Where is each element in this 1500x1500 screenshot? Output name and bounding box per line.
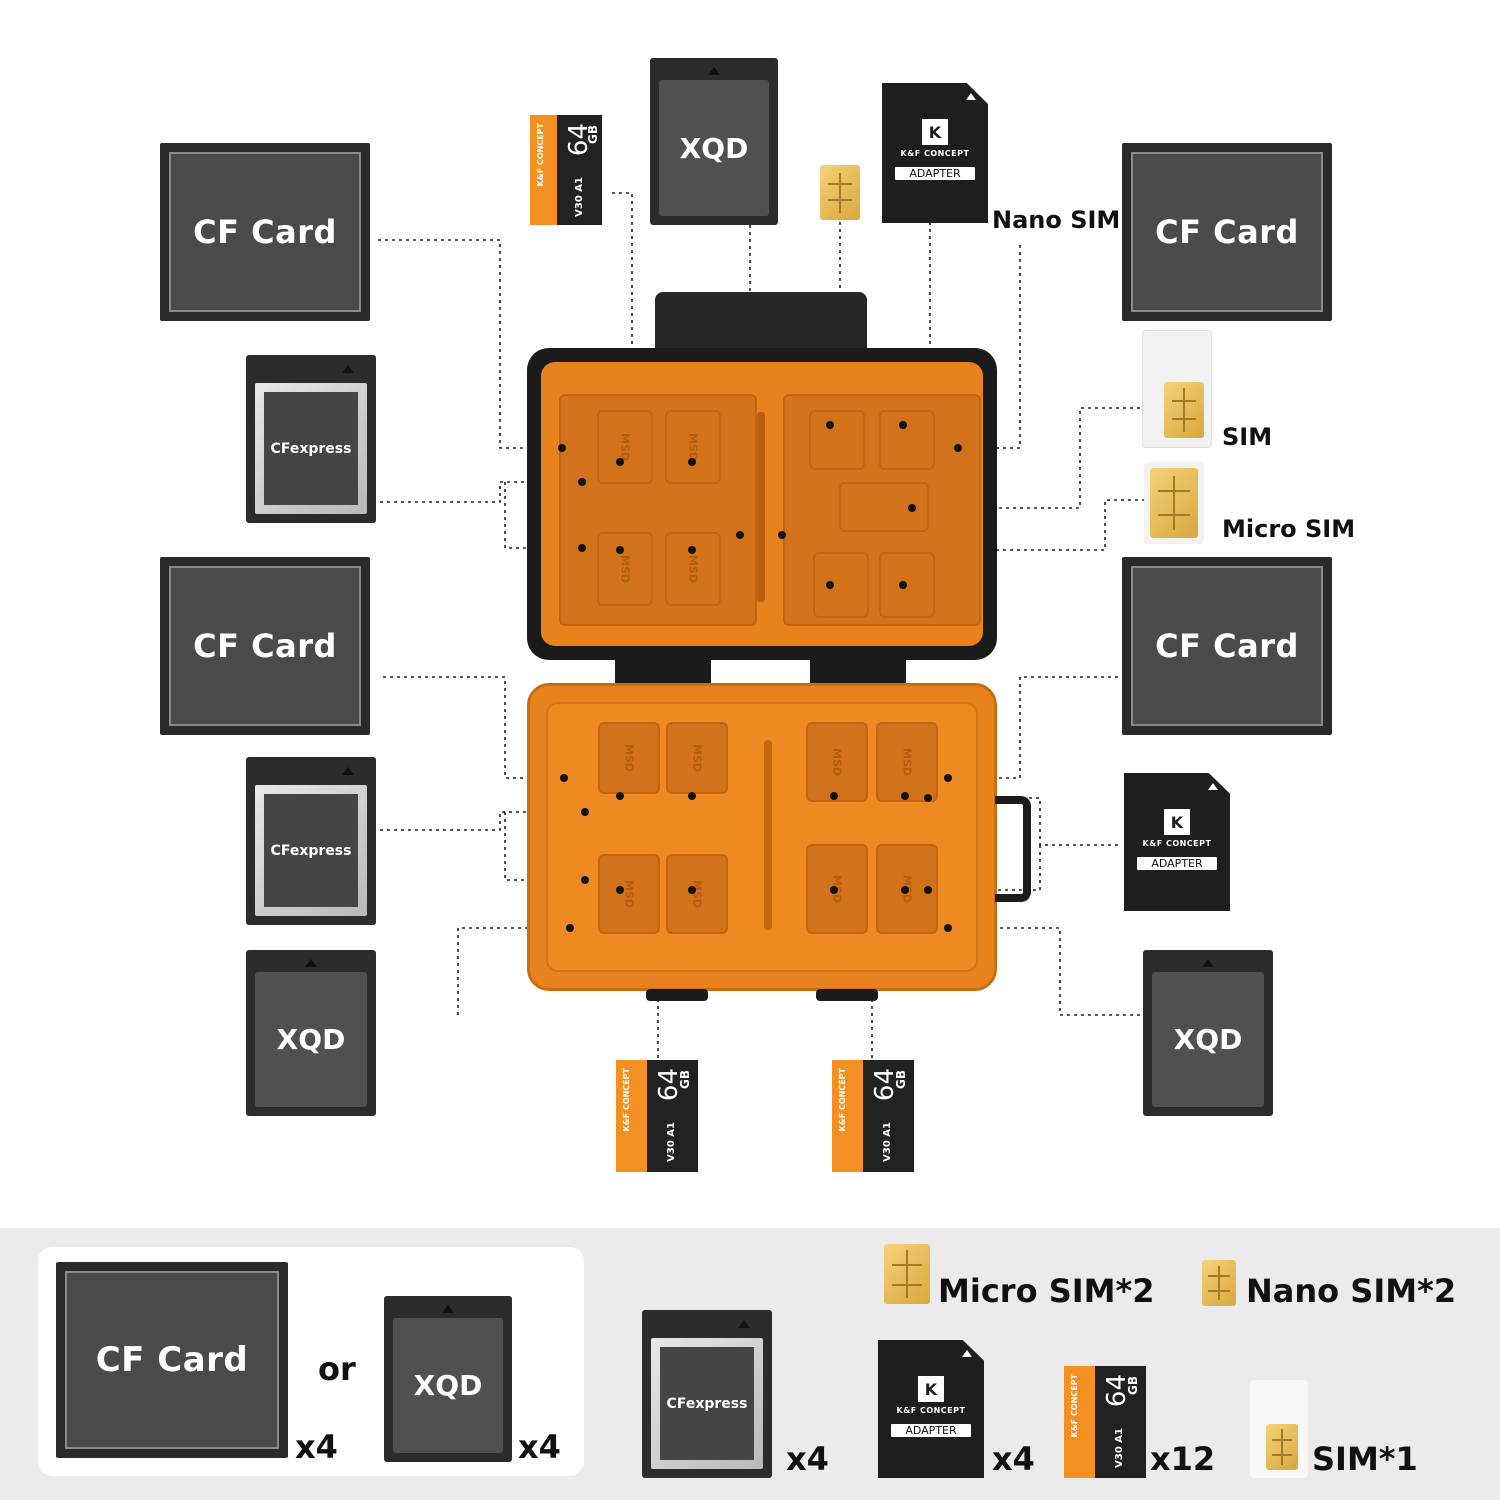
nano-sim-label: Nano SIM xyxy=(992,206,1121,234)
cf-card-label: CF Card xyxy=(1155,213,1299,251)
summary-xqd-card: XQD xyxy=(384,1296,512,1462)
nano-sim-chip-top xyxy=(820,165,860,220)
summary-adapter-qty: x4 xyxy=(992,1440,1035,1478)
adapter-label: ADAPTER xyxy=(1136,857,1218,870)
adapter-brand: K&F CONCEPT xyxy=(900,149,970,158)
summary-sim-card xyxy=(1250,1380,1308,1478)
summary-cf-card: CF Card xyxy=(56,1262,288,1458)
summary-cfexpress-qty: x4 xyxy=(786,1440,829,1478)
cfexpress-label: CFexpress xyxy=(270,440,352,457)
adapter-brand: K&F CONCEPT xyxy=(1142,839,1212,848)
microsd-brand: K&F CONCEPT xyxy=(622,1068,631,1132)
xqd-label: XQD xyxy=(276,1023,346,1056)
summary-cf-qty: x4 xyxy=(295,1428,338,1466)
summary-sd-adapter: K K&F CONCEPT ADAPTER xyxy=(878,1340,984,1478)
kf-logo-icon: K xyxy=(922,119,948,145)
summary-cfexpress-card: CFexpress xyxy=(642,1310,772,1478)
kf-logo-icon: K xyxy=(918,1376,944,1402)
microsd-brand: K&F CONCEPT xyxy=(536,123,545,187)
cf-card-label: CF Card xyxy=(95,1340,249,1380)
microsd-speed: V30 A1 xyxy=(1114,1428,1125,1468)
cf-card-label: CF Card xyxy=(193,213,337,251)
cfexpress-label: CFexpress xyxy=(666,1395,748,1412)
foot-left xyxy=(646,989,708,1001)
microsd-card-bottom-1: K&F CONCEPT 64 GB V30 A1 xyxy=(616,1060,698,1172)
foot-right xyxy=(816,989,878,1001)
microsd-speed: V30 A1 xyxy=(574,177,585,217)
cf-card-label: CF Card xyxy=(1155,627,1299,665)
xqd-label: XQD xyxy=(413,1369,483,1402)
xqd-label: XQD xyxy=(679,131,749,165)
summary-microsd-qty: x12 xyxy=(1150,1440,1216,1478)
microsd-card-top: K&F CONCEPT 64 GB V30 A1 xyxy=(530,115,602,225)
microsd-unit: GB xyxy=(894,1070,908,1089)
adapter-label: ADAPTER xyxy=(894,167,976,180)
kf-logo-icon: K xyxy=(1164,809,1190,835)
xqd-card-top: XQD xyxy=(650,58,778,225)
case-lid: MSD MSD MSD MSD xyxy=(527,348,997,660)
microsd-unit: GB xyxy=(1126,1376,1140,1395)
summary-microsd-card: K&F CONCEPT 64 GB V30 A1 xyxy=(1064,1366,1146,1478)
summary-xqd-qty: x4 xyxy=(518,1428,561,1466)
sim-label: SIM xyxy=(1222,423,1273,451)
sd-adapter-right: K K&F CONCEPT ADAPTER xyxy=(1124,773,1230,911)
summary-or: or xyxy=(318,1350,356,1388)
cf-card-top-left: CF Card xyxy=(160,143,370,321)
microsd-speed: V30 A1 xyxy=(882,1122,893,1162)
xqd-label: XQD xyxy=(1173,1023,1243,1056)
adapter-label: ADAPTER xyxy=(890,1424,972,1437)
microsd-card-bottom-2: K&F CONCEPT 64 GB V30 A1 xyxy=(832,1060,914,1172)
microsd-brand: K&F CONCEPT xyxy=(838,1068,847,1132)
summary-micro-sim: Micro SIM*2 xyxy=(938,1272,1155,1310)
cfexpress-card-left-2: CFexpress xyxy=(246,757,376,925)
microsd-unit: GB xyxy=(586,125,600,144)
xqd-card-bottom-right: XQD xyxy=(1143,950,1273,1116)
micro-sim-card xyxy=(1144,462,1204,544)
microsd-speed: V30 A1 xyxy=(666,1122,677,1162)
cfexpress-card-left-1: CFexpress xyxy=(246,355,376,523)
case-handle xyxy=(995,796,1031,902)
summary-nano-sim: Nano SIM*2 xyxy=(1246,1272,1457,1310)
micro-sim-label: Micro SIM xyxy=(1222,515,1356,543)
summary-micro-sim-chip xyxy=(884,1244,930,1304)
summary-sim: SIM*1 xyxy=(1312,1440,1418,1478)
cfexpress-label: CFexpress xyxy=(270,842,352,859)
case-lid-tray: MSD MSD MSD MSD xyxy=(541,362,983,646)
microsd-brand: K&F CONCEPT xyxy=(1070,1374,1079,1438)
cf-card-mid-left: CF Card xyxy=(160,557,370,735)
case-base-tray: MSD MSD MSD MSD MSD MSD MSD MSD xyxy=(546,702,978,972)
microsd-unit: GB xyxy=(678,1070,692,1089)
case-base: MSD MSD MSD MSD MSD MSD MSD MSD xyxy=(527,683,997,991)
summary-nano-sim-chip xyxy=(1202,1260,1236,1306)
cf-card-top-right: CF Card xyxy=(1122,143,1332,321)
cf-card-mid-right: CF Card xyxy=(1122,557,1332,735)
sim-card-full xyxy=(1142,330,1212,448)
cf-card-label: CF Card xyxy=(193,627,337,665)
xqd-card-bottom-left: XQD xyxy=(246,950,376,1116)
adapter-brand: K&F CONCEPT xyxy=(896,1406,966,1415)
sd-adapter-top: K K&F CONCEPT ADAPTER xyxy=(882,83,988,223)
